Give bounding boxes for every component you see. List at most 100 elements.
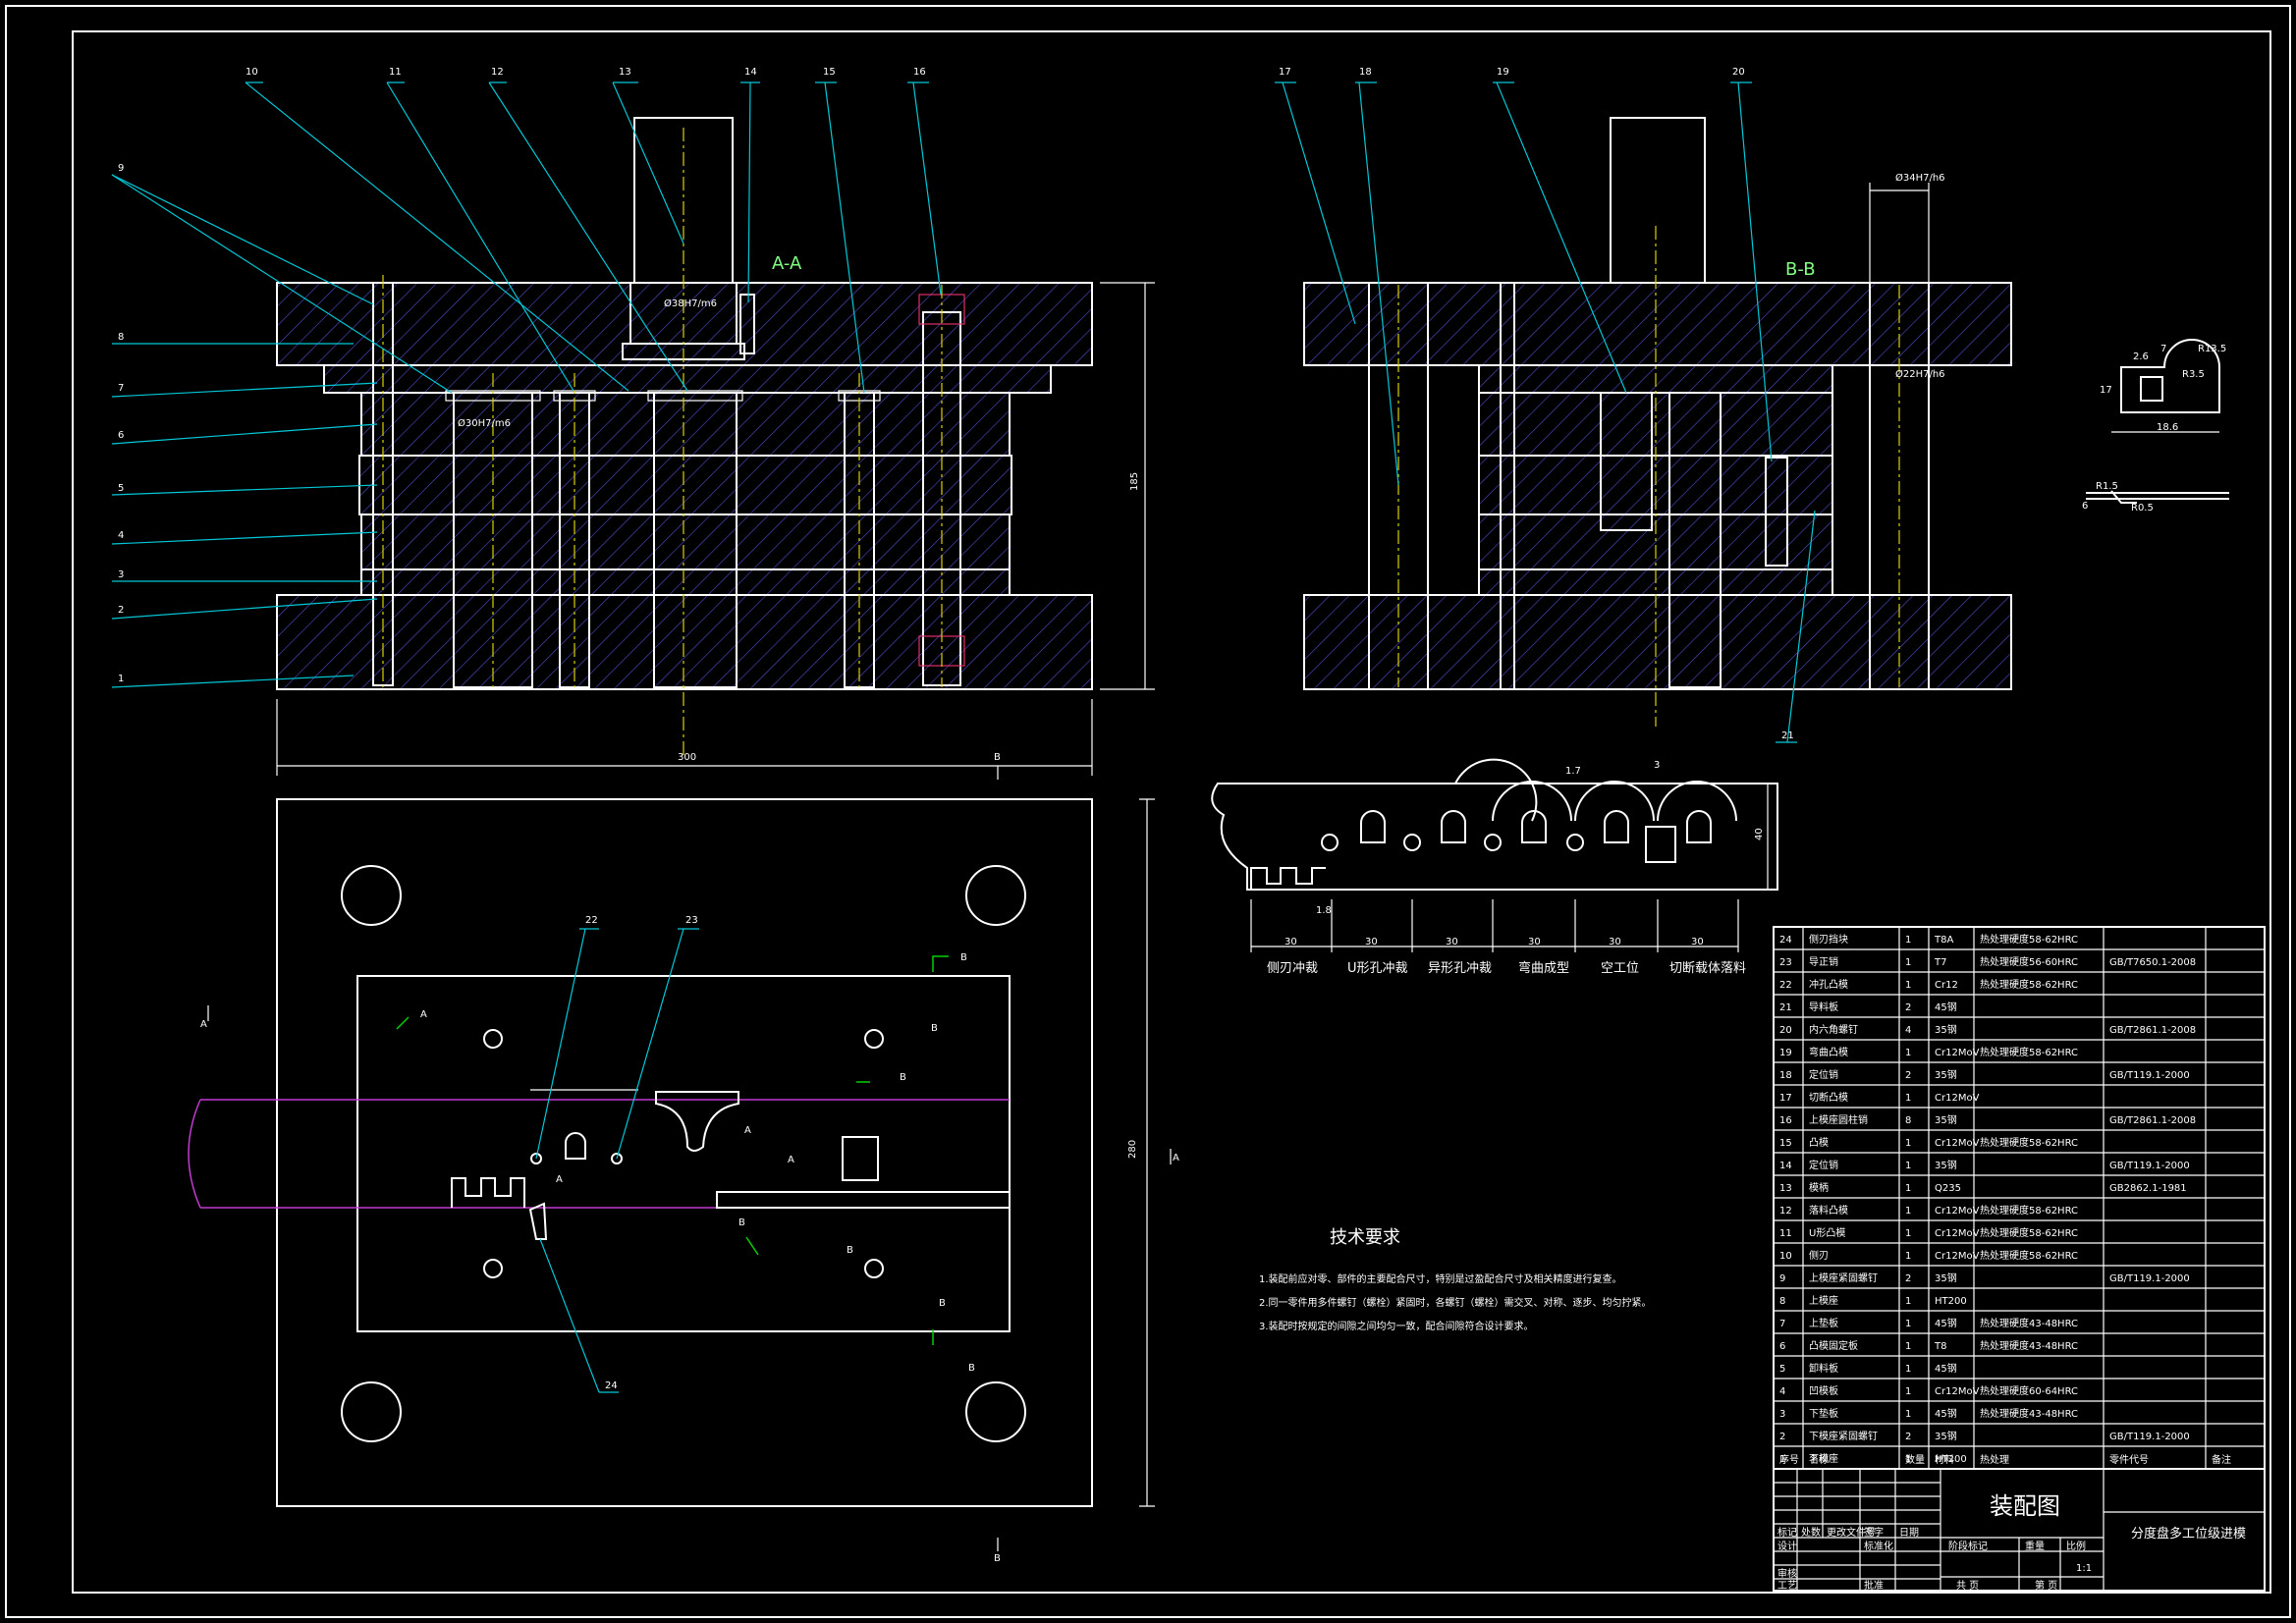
bom-cell: 8 bbox=[1905, 1115, 1911, 1126]
bom-cell: 21 bbox=[1779, 1002, 1792, 1013]
bom-cell: 13 bbox=[1779, 1183, 1792, 1194]
bom-cell: 12 bbox=[1779, 1206, 1792, 1217]
bom-cell: 上垫板 bbox=[1809, 1317, 1838, 1329]
station-label: 空工位 bbox=[1601, 961, 1639, 976]
bom-cell: HT200 bbox=[1935, 1296, 1967, 1307]
section-aa-view bbox=[276, 117, 1155, 776]
marker-a: A bbox=[200, 1019, 207, 1030]
bom-cell: 下模座紧固螺钉 bbox=[1809, 1430, 1878, 1442]
tech-req-line: 1.装配前应对零、部件的主要配合尺寸，特别是过盈配合尺寸及相关精度进行复查。 bbox=[1259, 1272, 1622, 1285]
lower-die-base bbox=[276, 594, 1093, 690]
part-num: 22 bbox=[585, 915, 598, 926]
bom-cell: 热处理硬度58-62HRC bbox=[1980, 978, 2078, 991]
bom-cell: 2 bbox=[1905, 1070, 1911, 1081]
drawing-name: 装配图 bbox=[1990, 1492, 2060, 1520]
bom-cell: 落料凸模 bbox=[1809, 1204, 1848, 1217]
bom-cell: 7 bbox=[1779, 1319, 1785, 1329]
tb-label: 批准 bbox=[1864, 1579, 1884, 1592]
bom-cell: 35钢 bbox=[1935, 1430, 1957, 1442]
bom-cell: 热处理硬度43-48HRC bbox=[1980, 1317, 2078, 1329]
bom-cell: 热处理硬度58-62HRC bbox=[1980, 933, 2078, 946]
bom-cell: T7 bbox=[1934, 957, 1946, 968]
bom-cell: 热处理硬度43-48HRC bbox=[1980, 1339, 2078, 1352]
bom-cell: 导料板 bbox=[1809, 1001, 1838, 1013]
bom-header-cell: 数量 bbox=[1905, 1453, 1925, 1466]
tb-label: 签字 bbox=[1864, 1526, 1884, 1539]
bom-cell: 切断凸模 bbox=[1809, 1091, 1848, 1104]
dim-label: R1.5 bbox=[2096, 481, 2118, 492]
bom-cell: 11 bbox=[1779, 1228, 1792, 1239]
bom-cell: 2 bbox=[1905, 1273, 1911, 1284]
inner-frame bbox=[72, 30, 2271, 1594]
bom-cell: Cr12MoV bbox=[1935, 1138, 1980, 1149]
bom-cell: 卸料板 bbox=[1809, 1362, 1838, 1375]
bom-cell: 凸模固定板 bbox=[1809, 1339, 1858, 1352]
bom-cell: 4 bbox=[1905, 1025, 1911, 1036]
bom-header-cell: 备注 bbox=[2212, 1453, 2231, 1466]
tb-label: 标记 bbox=[1777, 1527, 1797, 1539]
bom-cell: 1 bbox=[1905, 1228, 1911, 1239]
bom-cell: 8 bbox=[1779, 1296, 1785, 1307]
part-numbers-top-aa: 10 11 12 13 14 15 16 bbox=[246, 67, 926, 78]
bom-cell: 20 bbox=[1779, 1025, 1792, 1036]
bom-cell: 9 bbox=[1779, 1273, 1785, 1284]
marker-b: B bbox=[847, 1245, 853, 1256]
bom-cell: 45钢 bbox=[1935, 1001, 1957, 1013]
tb-label: 处数 bbox=[1801, 1526, 1821, 1539]
bom-cell: 1 bbox=[1905, 935, 1911, 946]
bom-cell: 侧刃挡块 bbox=[1809, 933, 1848, 946]
station-label: 侧刃冲裁 bbox=[1267, 960, 1318, 976]
part-num: 3 bbox=[118, 569, 124, 580]
tb-label: 更改文件号 bbox=[1827, 1526, 1876, 1539]
bom-cell: 45钢 bbox=[1935, 1362, 1957, 1375]
bom-cell: 下模座 bbox=[1809, 1452, 1838, 1465]
strip-pitch-labels: 30 30 30 30 30 30 bbox=[1285, 937, 1704, 947]
bom-header-cell: 热处理 bbox=[1980, 1453, 2009, 1466]
part-num: 13 bbox=[619, 67, 631, 78]
bom-cell: 2 bbox=[1905, 1432, 1911, 1442]
bom-cell: GB/T2861.1-2008 bbox=[2109, 1115, 2196, 1126]
fit-bb-top-label: Ø34H7/h6 bbox=[1895, 172, 1945, 184]
bom-cell: Cr12MoV bbox=[1935, 1206, 1980, 1217]
bom-cell: 1 bbox=[1905, 1386, 1911, 1397]
marker-b: B bbox=[931, 1023, 938, 1034]
bom-cell: Cr12MoV bbox=[1935, 1048, 1980, 1058]
dim-label: R0.5 bbox=[2131, 503, 2154, 514]
dim-label: R3.5 bbox=[2182, 369, 2205, 380]
bom-cell: GB/T119.1-2000 bbox=[2109, 1161, 2190, 1171]
bom-cell: 热处理硬度58-62HRC bbox=[1980, 1249, 2078, 1262]
part-num: 7 bbox=[118, 383, 124, 394]
bom-cell: 导正销 bbox=[1809, 955, 1838, 968]
bom-cell: GB/T119.1-2000 bbox=[2109, 1070, 2190, 1081]
dim-label: 6 bbox=[2082, 501, 2088, 512]
bom-cell: 上模座紧固螺钉 bbox=[1809, 1271, 1878, 1284]
part-num: 4 bbox=[118, 530, 124, 541]
part-detail bbox=[2086, 339, 2229, 504]
bom-cell: GB/T2861.1-2008 bbox=[2109, 1025, 2196, 1036]
bom-cell: 15 bbox=[1779, 1138, 1792, 1149]
bom-cell: 定位销 bbox=[1809, 1159, 1838, 1171]
bom-cell: 内六角螺钉 bbox=[1809, 1023, 1858, 1036]
part-num: 10 bbox=[246, 67, 258, 78]
marker-b: B bbox=[960, 952, 967, 963]
bom-cell: Cr12MoV bbox=[1935, 1251, 1980, 1262]
bom-cell: 1 bbox=[1905, 1341, 1911, 1352]
bom-cell: 2 bbox=[1779, 1432, 1785, 1442]
marker-a: A bbox=[744, 1125, 751, 1136]
bom-cell: 热处理硬度43-48HRC bbox=[1980, 1407, 2078, 1420]
bom-cell: 热处理硬度56-60HRC bbox=[1980, 955, 2078, 968]
bom-cell: 热处理硬度58-62HRC bbox=[1980, 1204, 2078, 1217]
pitch-label: 30 bbox=[1528, 937, 1541, 947]
bom-cell: 模柄 bbox=[1809, 1181, 1829, 1194]
dim-label: 18.6 bbox=[2157, 422, 2178, 433]
part-num: 5 bbox=[118, 483, 124, 494]
fit-left-label: Ø30H7/m6 bbox=[458, 417, 511, 429]
bom-cell: 热处理硬度60-64HRC bbox=[1980, 1384, 2078, 1397]
bom-cell: T8 bbox=[1934, 1341, 1946, 1352]
marker-a: A bbox=[556, 1174, 563, 1185]
bom-cell: GB2862.1-1981 bbox=[2109, 1183, 2187, 1194]
station-label: 异形孔冲裁 bbox=[1428, 960, 1492, 976]
part-num: 9 bbox=[118, 163, 124, 174]
